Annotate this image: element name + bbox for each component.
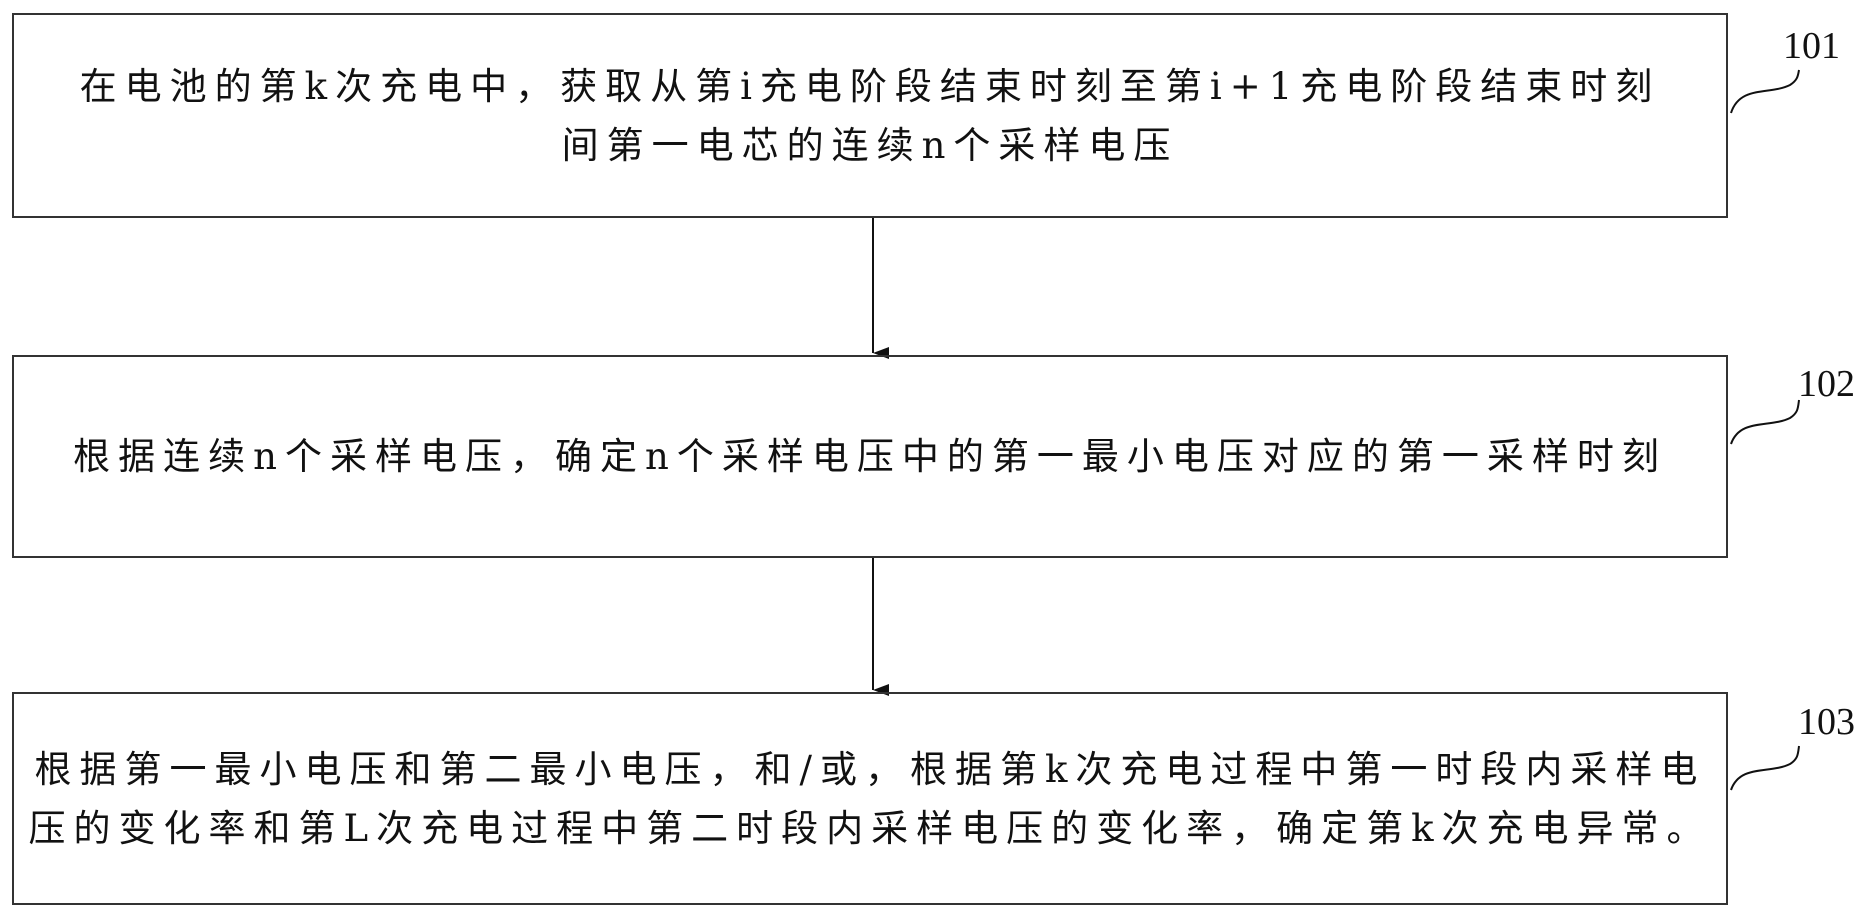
step-text-103: 根据第一最小电压和第二最小电压，和/或，根据第k次充电过程中第一时段内采样电压的…	[28, 747, 1712, 850]
step-label-102: 102	[1798, 363, 1855, 405]
step-label-101: 101	[1783, 25, 1840, 67]
step-box-101: 在电池的第k次充电中，获取从第i充电阶段结束时刻至第i+1充电阶段结束时刻间第一…	[12, 13, 1728, 218]
step-box-102: 根据连续n个采样电压，确定n个采样电压中的第一最小电压对应的第一采样时刻	[12, 355, 1728, 558]
leader-line-101	[1730, 69, 1800, 114]
step-text-102: 根据连续n个采样电压，确定n个采样电压中的第一最小电压对应的第一采样时刻	[73, 435, 1667, 478]
leader-line-103	[1730, 745, 1800, 791]
leader-line-102	[1730, 399, 1800, 445]
step-text-101: 在电池的第k次充电中，获取从第i充电阶段结束时刻至第i+1充电阶段结束时刻间第一…	[79, 64, 1661, 167]
step-box-103: 根据第一最小电压和第二最小电压，和/或，根据第k次充电过程中第一时段内采样电压的…	[12, 692, 1728, 905]
step-label-103: 103	[1798, 701, 1855, 743]
